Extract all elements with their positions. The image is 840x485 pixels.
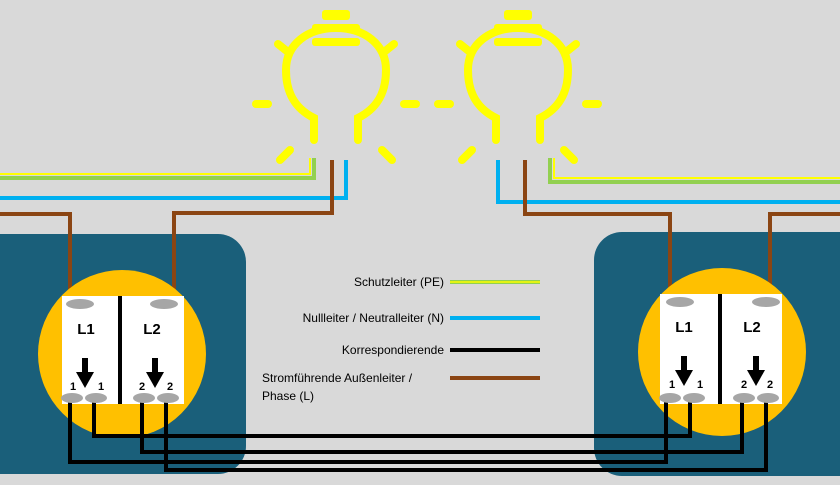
legend-pe-label: Schutzleiter (PE) bbox=[354, 275, 444, 289]
traveler-wire-2 bbox=[92, 398, 692, 438]
phase-wire-left-bulb bbox=[172, 160, 334, 300]
terminal-top-right-l2 bbox=[752, 297, 780, 307]
terminal-number: 2 bbox=[167, 381, 173, 393]
terminal-top-left-l2 bbox=[150, 299, 178, 309]
pe-wire-right-stripe bbox=[553, 158, 840, 179]
terminal-number: 2 bbox=[741, 379, 747, 391]
down-arrow-icon bbox=[675, 356, 693, 386]
legend-traveler-label: Korrespondierende bbox=[342, 343, 444, 357]
switch-face-left bbox=[62, 296, 184, 404]
wires-top bbox=[0, 158, 840, 300]
down-arrow-icon bbox=[76, 358, 94, 388]
bottom-terminals bbox=[61, 393, 779, 403]
terminal-number: 1 bbox=[697, 379, 703, 391]
switch-right-label-l2: L2 bbox=[743, 319, 761, 336]
legend-neutral-label: Nullleiter / Neutralleiter (N) bbox=[303, 311, 444, 325]
lightbulb-icon bbox=[252, 10, 420, 164]
down-arrow-icon bbox=[146, 358, 164, 388]
down-arrow-icon bbox=[747, 356, 765, 386]
terminal-number: 1 bbox=[669, 379, 675, 391]
traveler-wire-3 bbox=[140, 398, 744, 454]
switch-left-label-l2: L2 bbox=[143, 321, 161, 338]
terminal-number: 2 bbox=[767, 379, 773, 391]
terminal-top-right-l1 bbox=[666, 297, 694, 307]
traveler-wire-4 bbox=[164, 398, 768, 472]
terminal-number: 1 bbox=[70, 381, 76, 393]
legend-phase-label-1: Stromführende Außenleiter / bbox=[262, 371, 413, 385]
neutral-wire-left bbox=[0, 160, 348, 200]
switch-right-label-l1: L1 bbox=[675, 319, 693, 336]
traveler-wires bbox=[68, 398, 768, 472]
lightbulb-icon bbox=[434, 10, 602, 164]
switch-right: L1 L2 1 1 2 2 bbox=[638, 268, 806, 436]
pe-wire-left-stripe bbox=[0, 158, 311, 175]
legend-phase-label-2: Phase (L) bbox=[262, 389, 314, 403]
legend: Schutzleiter (PE) Nullleiter / Neutralle… bbox=[262, 275, 540, 403]
switch-left-label-l1: L1 bbox=[77, 321, 95, 338]
traveler-wire-1 bbox=[68, 398, 668, 464]
terminal-top-left-l1 bbox=[66, 299, 94, 309]
phase-wire-left-supply bbox=[0, 212, 72, 300]
terminal-number: 2 bbox=[139, 381, 145, 393]
pe-wire-left bbox=[0, 158, 316, 180]
neutral-wire-right bbox=[496, 160, 840, 204]
phase-wire-right-supply bbox=[768, 212, 840, 300]
phase-wire-right-bulb bbox=[523, 160, 672, 300]
switch-left: L1 L2 1 1 2 2 bbox=[38, 270, 206, 438]
terminal-number: 1 bbox=[98, 381, 104, 393]
pe-wire-right bbox=[548, 158, 840, 184]
